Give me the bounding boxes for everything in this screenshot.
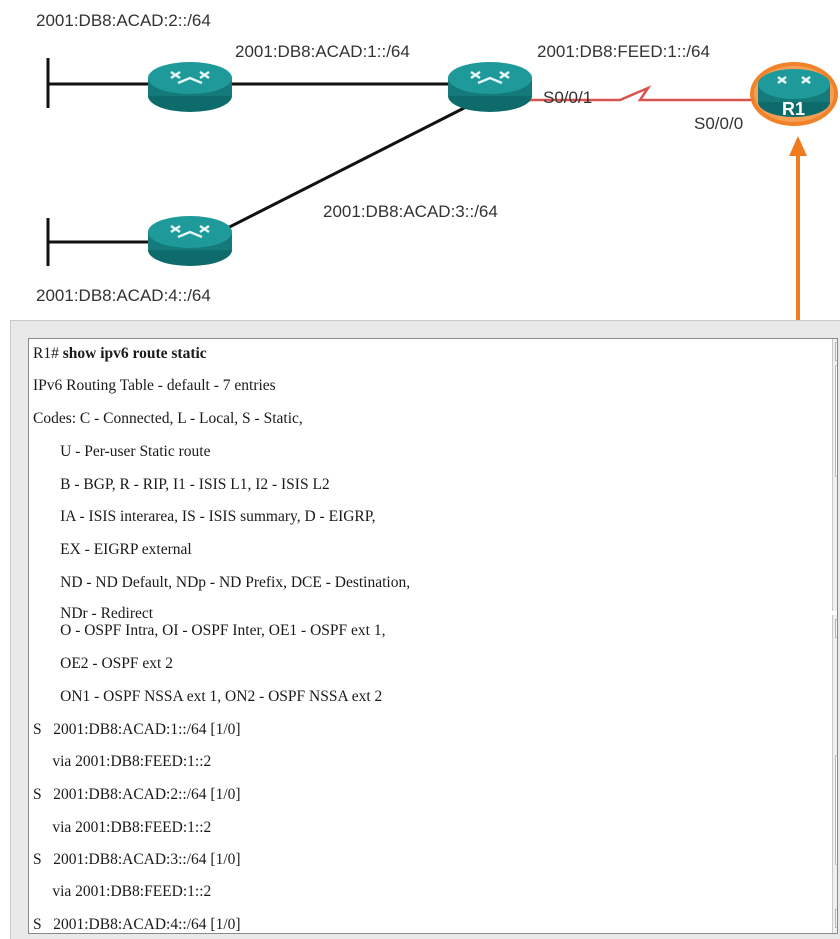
cli-prompt: R1#	[33, 345, 63, 362]
scrollbar-upper[interactable]: ≡	[832, 339, 837, 611]
terminal-output[interactable]: R1# show ipv6 route static IPv6 Routing …	[28, 338, 838, 934]
scrollbar-lower[interactable]: ≡	[832, 615, 837, 933]
output-line: S 2001:DB8:ACAD:3::/64 [1/0]	[33, 851, 241, 868]
serial-link-feed1	[505, 85, 765, 102]
output-line: via 2001:DB8:FEED:1::2	[33, 819, 212, 836]
network-label-acad3: 2001:DB8:ACAD:3::/64	[323, 202, 498, 221]
scroll-down-button[interactable]	[835, 909, 837, 928]
network-label-acad2: 2001:DB8:ACAD:2::/64	[36, 11, 211, 30]
scrollbar-thumb[interactable]: ≡	[835, 755, 837, 865]
output-line: NDr - Redirect	[33, 605, 154, 622]
router-center[interactable]	[445, 56, 535, 116]
network-label-acad4: 2001:DB8:ACAD:4::/64	[36, 286, 211, 305]
router-icon	[148, 62, 232, 112]
router-icon	[148, 216, 232, 266]
interface-label-s001: S0/0/1	[543, 88, 593, 107]
router-left-bottom[interactable]	[145, 210, 235, 270]
output-line: via 2001:DB8:FEED:1::2	[33, 883, 212, 900]
output-line: O - OSPF Intra, OI - OSPF Inter, OE1 - O…	[33, 622, 386, 639]
scroll-up-button[interactable]	[835, 342, 837, 361]
output-line: IA - ISIS interarea, IS - ISIS summary, …	[33, 508, 376, 525]
output-line: ND - ND Default, NDp - ND Prefix, DCE - …	[33, 574, 411, 591]
command-line: R1# show ipv6 route static	[33, 345, 207, 363]
scrollbar-thumb[interactable]: ≡	[835, 365, 837, 477]
router-r1[interactable]: R1	[748, 50, 840, 130]
link-acad3	[199, 103, 471, 244]
router-r1-label: R1	[782, 99, 806, 119]
router-icon	[448, 62, 532, 112]
output-line: OE2 - OSPF ext 2	[33, 655, 173, 672]
router-icon	[750, 62, 838, 126]
output-line: EX - EIGRP external	[33, 541, 192, 558]
interface-label-s000: S0/0/0	[694, 114, 744, 133]
network-label-acad1: 2001:DB8:ACAD:1::/64	[235, 42, 410, 61]
router-left-top[interactable]	[145, 56, 235, 116]
output-line: S 2001:DB8:ACAD:1::/64 [1/0]	[33, 721, 241, 738]
output-line: Codes: C - Connected, L - Local, S - Sta…	[33, 410, 303, 427]
output-line: ON1 - OSPF NSSA ext 1, ON2 - OSPF NSSA e…	[33, 688, 383, 705]
network-label-feed1: 2001:DB8:FEED:1::/64	[537, 42, 710, 61]
output-line: IPv6 Routing Table - default - 7 entries	[33, 377, 276, 394]
topology-links	[46, 58, 807, 320]
pointer-arrow-head	[789, 136, 807, 156]
output-line: S 2001:DB8:ACAD:2::/64 [1/0]	[33, 786, 241, 803]
scroll-up-button[interactable]	[835, 619, 837, 638]
output-line: B - BGP, R - RIP, I1 - ISIS L1, I2 - ISI…	[33, 476, 330, 493]
output-line: S 2001:DB8:ACAD:4::/64 [1/0]	[33, 916, 241, 933]
output-line: via 2001:DB8:FEED:1::2	[33, 753, 212, 770]
network-topology: R1 2001:DB8:ACAD:2::/64 2001:DB8:ACAD:1:…	[0, 0, 840, 320]
cli-command: show ipv6 route static	[62, 345, 207, 362]
output-line: U - Per-user Static route	[33, 443, 211, 460]
